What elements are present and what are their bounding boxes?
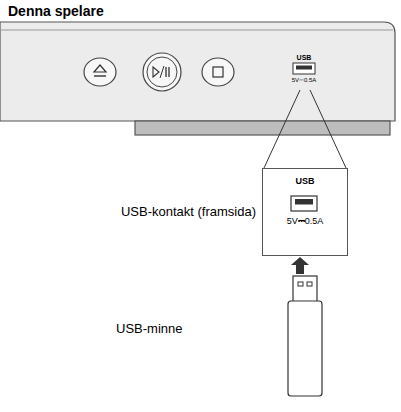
part-name: USB-minne bbox=[116, 322, 182, 336]
usb-stick bbox=[288, 276, 322, 396]
player-foot bbox=[135, 121, 390, 135]
port-label: 5V⎓0.5A bbox=[287, 216, 324, 227]
port-label: USB bbox=[295, 176, 314, 186]
usb-port-enlarged bbox=[291, 196, 317, 211]
port-label: USB bbox=[297, 54, 312, 62]
stop-button bbox=[202, 58, 234, 86]
panel-edge bbox=[0, 30, 393, 31]
callout-box: USB 5V⎓0.5A bbox=[262, 168, 348, 256]
insert-arrow bbox=[291, 257, 309, 274]
usb-port bbox=[293, 63, 315, 74]
title: Denna spelare bbox=[8, 3, 104, 19]
leader-line bbox=[264, 90, 346, 168]
play-pause-button bbox=[143, 53, 181, 91]
player-front-panel bbox=[0, 22, 395, 121]
rating-label: 5V⎓0.5A bbox=[292, 77, 317, 84]
part-name: USB-kontakt (framsida) bbox=[121, 205, 256, 219]
eject-button bbox=[84, 58, 116, 86]
